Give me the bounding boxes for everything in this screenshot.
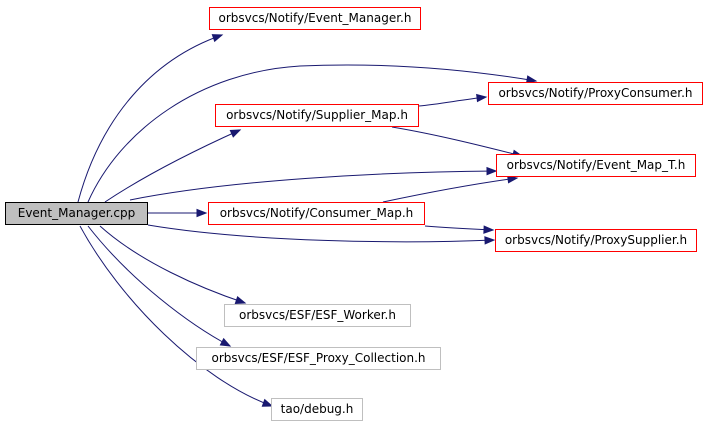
edge-event-manager-cpp-to-esf-proxy-collection-h (87, 225, 232, 347)
arrowhead-icon (211, 34, 224, 43)
edge-event-manager-cpp-to-supplier-map-h (104, 129, 242, 203)
arrowhead-icon (525, 75, 538, 84)
node-event-manager-h[interactable]: orbsvcs/Notify/Event_Manager.h (209, 7, 421, 30)
edge-line (129, 170, 497, 201)
arrowhead-icon (229, 129, 242, 138)
edge-event-manager-cpp-to-proxy-supplier-h (147, 224, 496, 245)
edge-line (104, 129, 241, 203)
edge-event-manager-cpp-to-debug-h (79, 225, 274, 407)
edge-line (391, 126, 523, 157)
edge-line (77, 34, 223, 203)
edge-line (382, 177, 518, 203)
edge-event-manager-cpp-to-consumer-map-h (148, 208, 208, 218)
edge-line (424, 225, 494, 231)
node-debug-h: tao/debug.h (271, 398, 363, 421)
arrowhead-icon (483, 225, 495, 234)
arrowhead-icon (484, 236, 496, 245)
arrowhead-icon (196, 208, 208, 218)
node-consumer-map-h[interactable]: orbsvcs/Notify/Consumer_Map.h (208, 202, 425, 225)
node-proxy-consumer-h[interactable]: orbsvcs/Notify/ProxyConsumer.h (488, 82, 703, 105)
arrowhead-icon (234, 295, 247, 305)
edge-line (147, 224, 495, 243)
arrowhead-icon (219, 337, 232, 347)
edge-supplier-map-h-to-event-map-t-h (391, 126, 524, 158)
edge-line (99, 225, 246, 304)
edge-consumer-map-h-to-event-map-t-h (382, 175, 519, 203)
edge-supplier-map-h-to-proxy-consumer-h (418, 93, 488, 107)
edge-event-manager-cpp-to-esf-worker-h (99, 225, 247, 305)
arrowhead-icon (261, 398, 274, 407)
edge-event-manager-cpp-to-event-manager-h (77, 34, 224, 203)
node-event-map-t-h[interactable]: orbsvcs/Notify/Event_Map_T.h (496, 154, 696, 177)
node-esf-proxy-collection-h: orbsvcs/ESF/ESF_Proxy_Collection.h (196, 347, 441, 370)
edge-event-manager-cpp-to-proxy-consumer-h (87, 64, 538, 203)
node-esf-worker-h: orbsvcs/ESF/ESF_Worker.h (224, 304, 411, 327)
arrowhead-icon (486, 166, 498, 176)
edge-event-manager-cpp-to-event-map-t-h (129, 166, 498, 201)
edge-line (87, 225, 231, 347)
edge-line (87, 64, 537, 203)
node-supplier-map-h[interactable]: orbsvcs/Notify/Supplier_Map.h (215, 104, 419, 127)
node-event-manager-cpp[interactable]: Event_Manager.cpp (5, 202, 148, 225)
node-proxy-supplier-h[interactable]: orbsvcs/Notify/ProxySupplier.h (495, 229, 697, 252)
edge-line (418, 96, 487, 107)
arrowhead-icon (476, 93, 488, 103)
edge-consumer-map-h-to-proxy-supplier-h (424, 225, 495, 234)
edge-line (79, 225, 273, 407)
